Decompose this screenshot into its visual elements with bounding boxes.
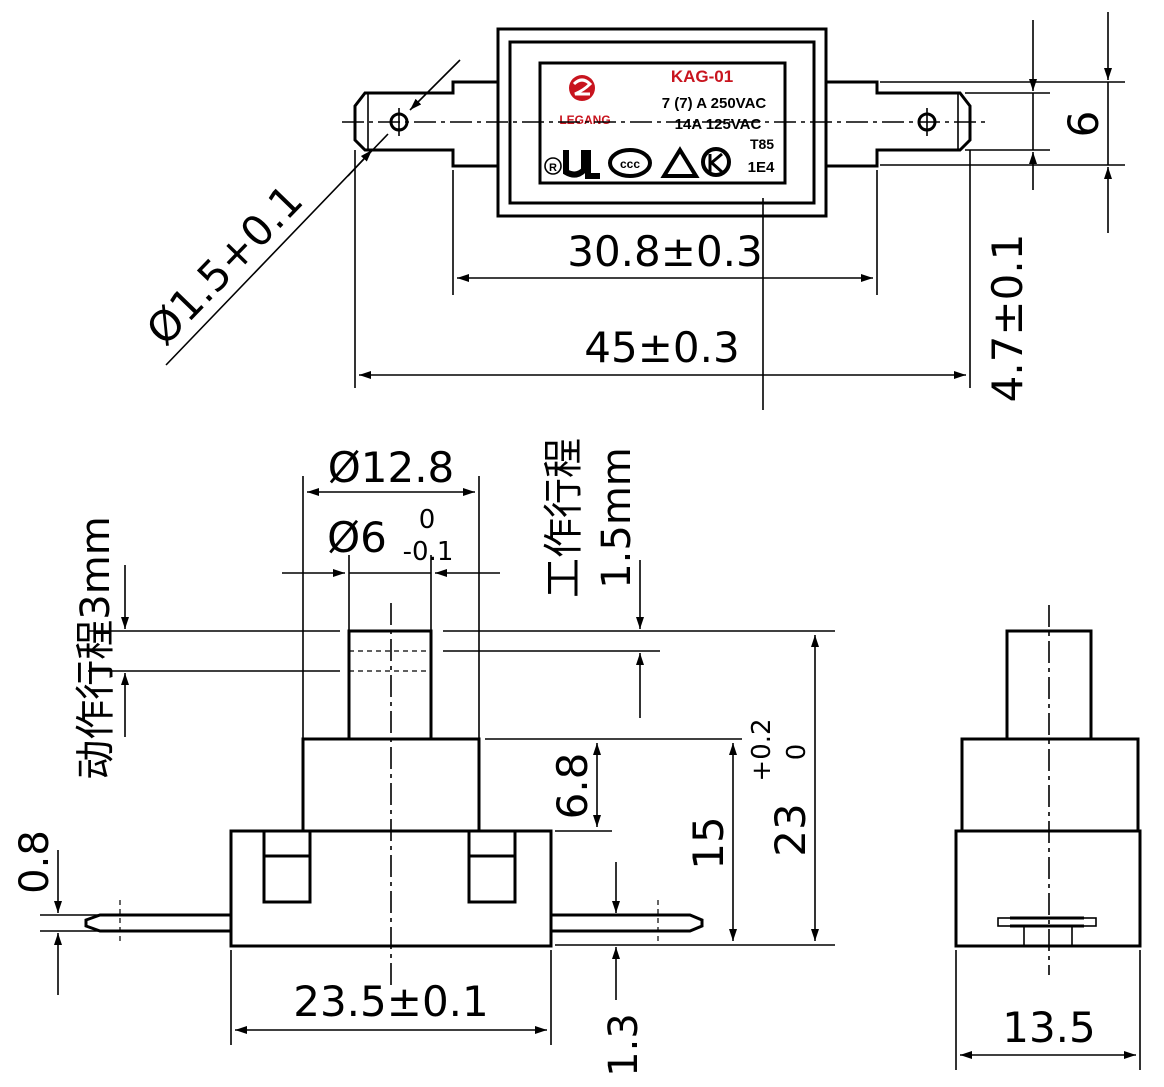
working-travel-label: 工作行程: [541, 438, 587, 598]
side-view: 13.5: [954, 605, 1142, 1070]
body-length-dim: 30.8±0.3: [567, 227, 763, 276]
overall-height-tol-lower: 0: [782, 744, 812, 761]
left-terminal-tab: [353, 80, 498, 168]
plunger-tol-upper: 0: [419, 505, 436, 535]
tab-offset-dim: 4.7±0.1: [983, 234, 1032, 403]
ccc-mark-icon: ccc: [608, 148, 652, 178]
top-view: LEGANG KAG-01 7 (7) A 250VAC 14A 125VAC …: [137, 12, 1125, 410]
overall-height-tol-upper: +0.2: [747, 718, 777, 781]
right-terminal-pin: [551, 913, 704, 933]
ul-mark-icon: [563, 150, 600, 179]
overall-height-dim: 23: [766, 803, 815, 856]
hole-diameter-dim: Ø1.5+0.1: [137, 175, 312, 354]
rating-label-plate: [538, 61, 787, 185]
tab-height-dim: 1.3: [601, 1013, 647, 1077]
tab-width-dim: 6: [1059, 111, 1108, 138]
plunger-diameter-dim: Ø6: [327, 513, 387, 562]
front-view: Ø12.8 Ø6 0 -0.1 动作行程3mm 工作行程 1.5mm 6.8 1…: [12, 438, 835, 1077]
temp-rating: T85: [750, 136, 774, 152]
semko-mark-icon: [701, 147, 731, 177]
brand-label: LEGANG: [559, 113, 610, 127]
pretravel-dim: 动作行程3mm: [73, 516, 119, 779]
plunger: [347, 629, 433, 741]
side-width-dim: 13.5: [1002, 1003, 1096, 1052]
side-base: [954, 829, 1142, 948]
model-label: KAG-01: [671, 67, 733, 86]
rating-line-2: 14A 125VAC: [675, 116, 762, 133]
svg-text:ccc: ccc: [620, 157, 640, 171]
head-diameter-dim: Ø12.8: [328, 443, 455, 492]
base-width-dim: 23.5±0.1: [293, 977, 489, 1026]
side-head: [960, 737, 1140, 833]
left-terminal-pin: [84, 913, 231, 933]
legang-logo-icon: [569, 75, 595, 101]
plunger-tol-lower: -0.1: [403, 537, 454, 567]
right-terminal-tab: [826, 80, 972, 168]
registered-icon: R: [544, 157, 562, 175]
body-height-dim: 15: [684, 816, 733, 869]
working-travel-value: 1.5mm: [594, 447, 640, 589]
rating-line-1: 7 (7) A 250VAC: [662, 95, 767, 112]
delta-mark-icon: [660, 146, 700, 178]
svg-text:R: R: [549, 162, 557, 174]
step-height-dim: 6.8: [548, 753, 597, 820]
tab-thickness-dim: 0.8: [12, 830, 58, 894]
cycle-rating: 1E4: [748, 159, 775, 176]
total-length-dim: 45±0.3: [584, 323, 739, 372]
